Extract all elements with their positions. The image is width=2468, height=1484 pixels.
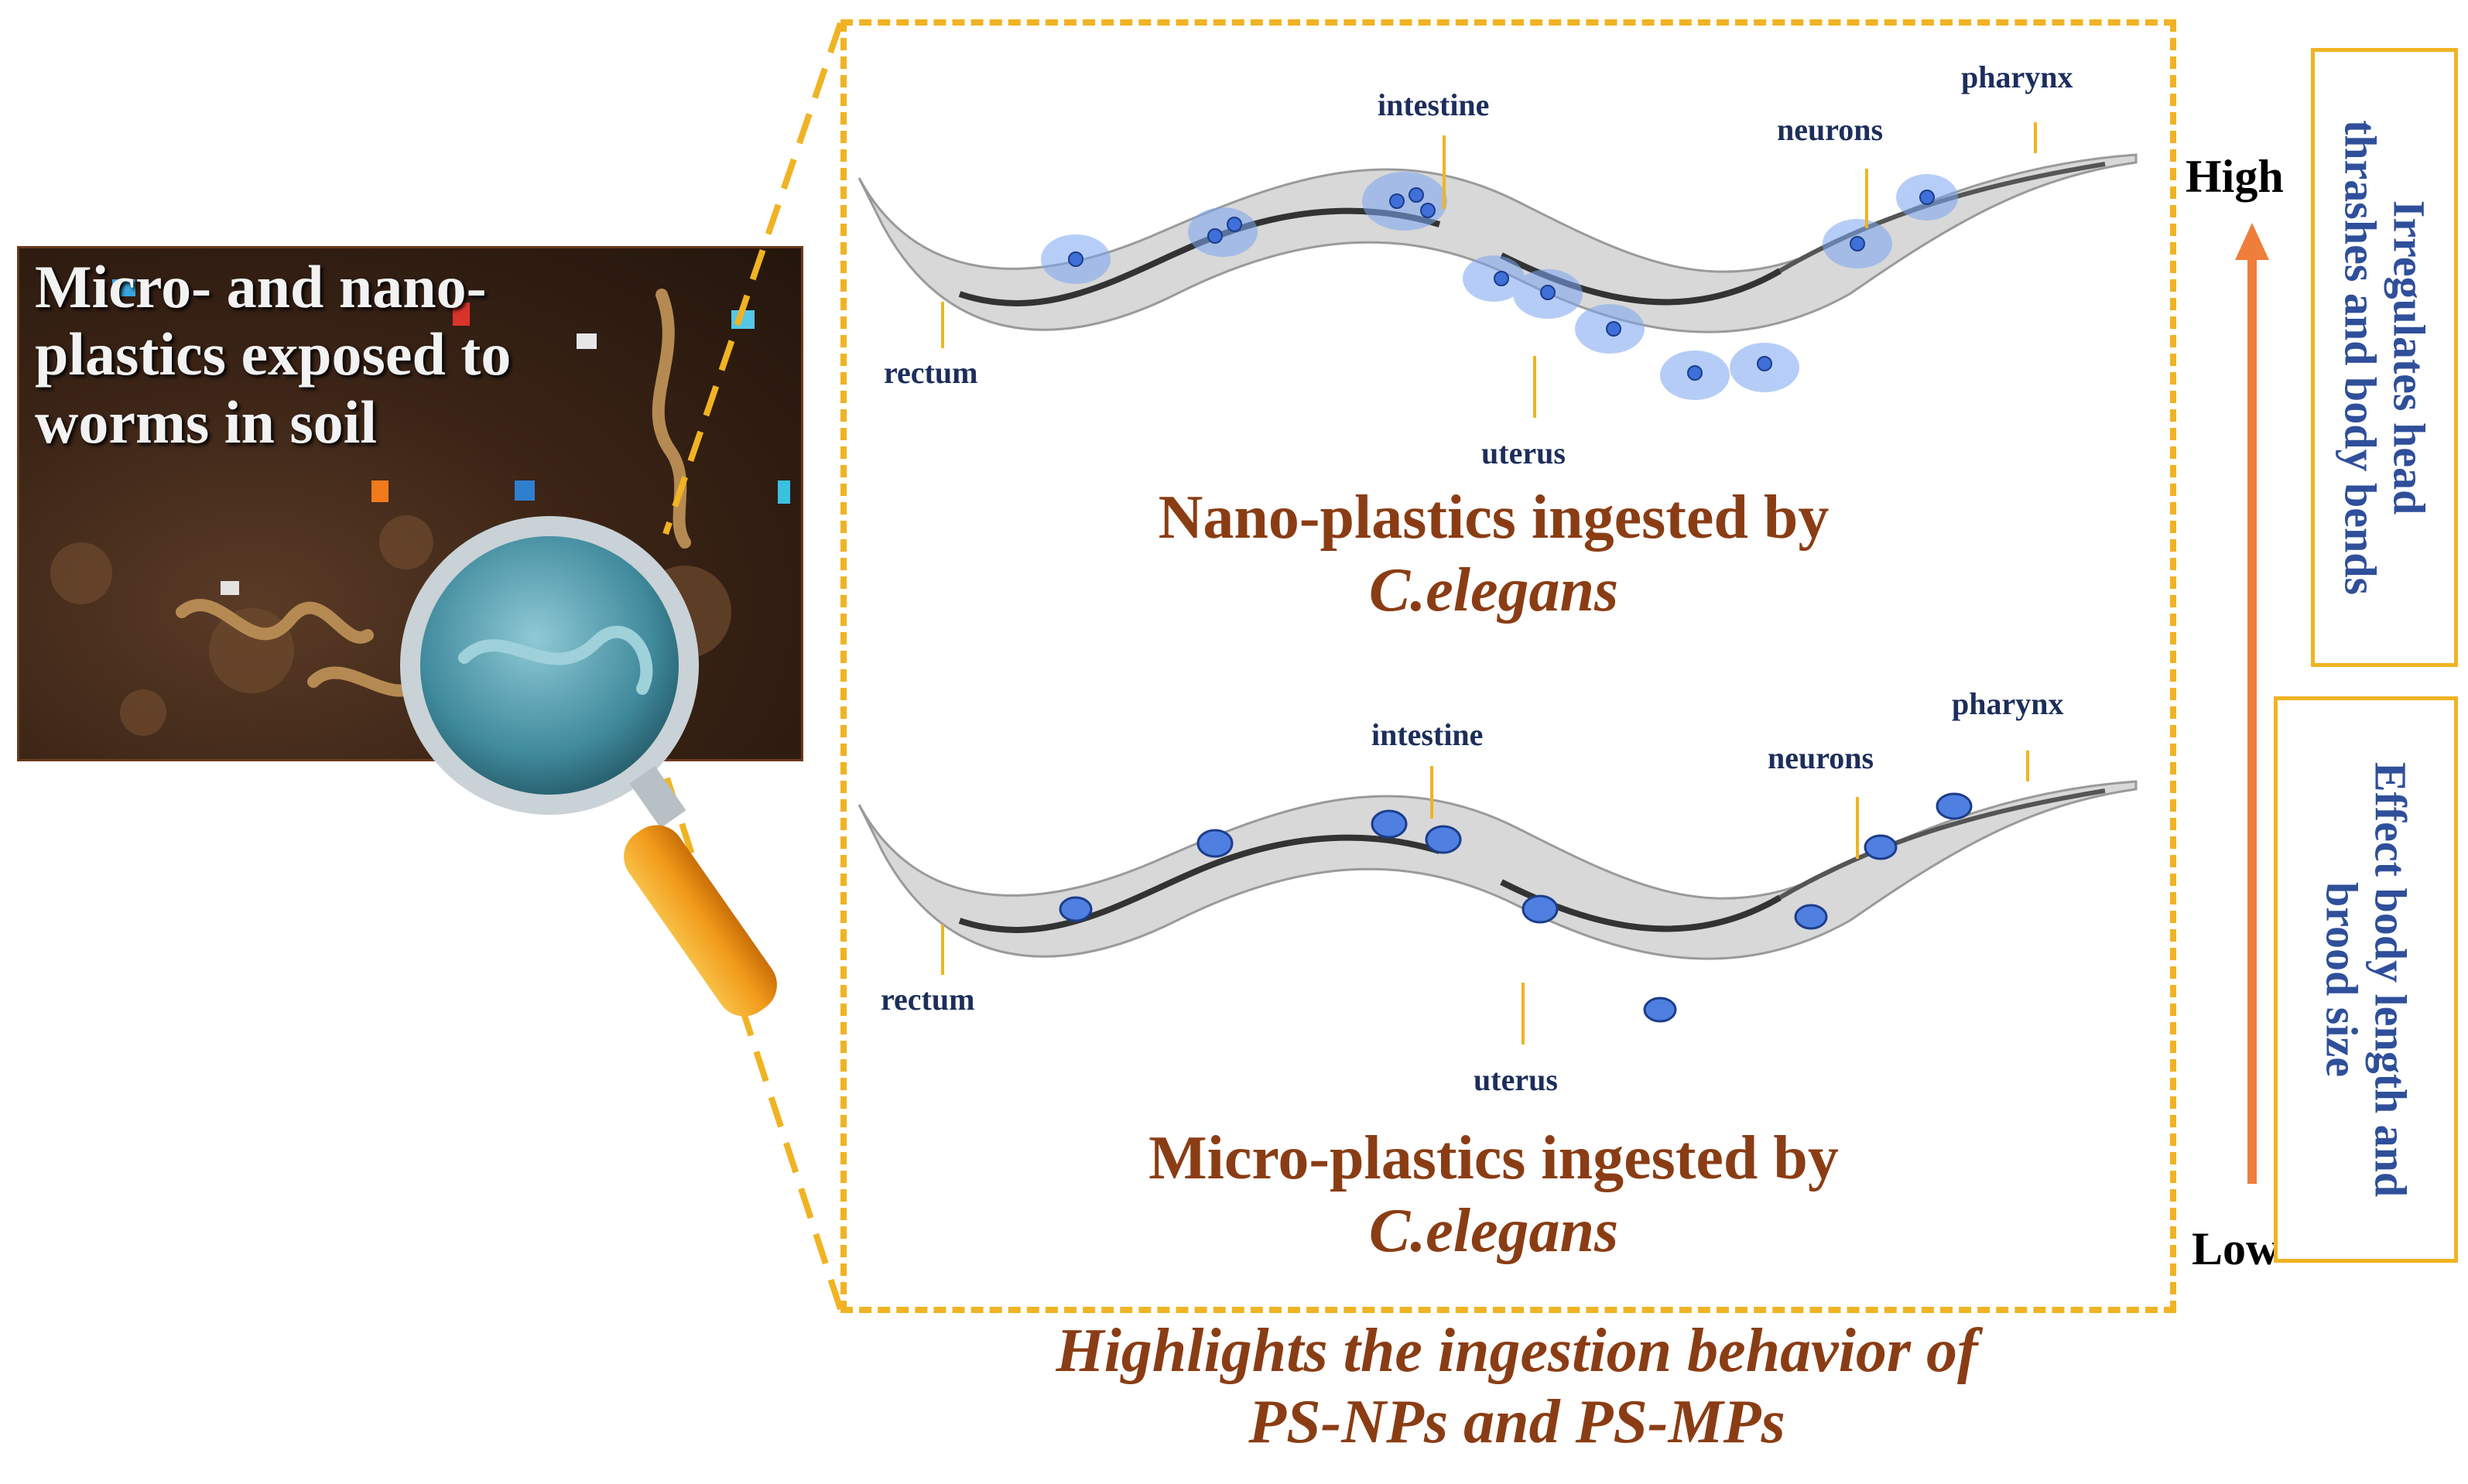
micro-label-pharynx: pharynx — [1952, 686, 2064, 721]
micro-title-line1: Micro-plastics ingested by — [1148, 1124, 1839, 1192]
effect-growth-line1: Effect body length and — [2365, 761, 2416, 1198]
effect-box-behavior: Irregulates head thrashes and body bends — [2311, 48, 2458, 667]
nano-title-line2: C.elegans — [1368, 556, 1619, 625]
scale-low-label: Low — [2192, 1223, 2280, 1274]
micro-label-uterus: uterus — [1474, 1062, 1558, 1097]
effect-box-growth: Effect body length and brood size — [2274, 696, 2458, 1263]
nano-label-neurons: neurons — [1777, 112, 1884, 147]
nano-label-uterus: uterus — [1481, 436, 1566, 470]
highlights-caption: Highlights the ingestion behavior of PS-… — [859, 1315, 2175, 1458]
micro-label-neurons: neurons — [1768, 740, 1874, 775]
effect-behavior-line1: Irregulates head — [2384, 200, 2435, 515]
micro-worm-intestine-tube — [958, 834, 1441, 933]
scale-arrow-icon — [2235, 223, 2269, 1184]
soil-panel-title: Micro- and nano- plastics exposed to wor… — [35, 253, 512, 456]
zoom-frame — [840, 19, 2176, 1313]
micro-title: Micro-plastics ingested by C.elegans — [1006, 1122, 1981, 1268]
micro-worm-diagram — [857, 751, 2138, 1045]
nano-label-intestine: intestine — [1378, 87, 1490, 122]
micro-worm-pharynx-tube — [1778, 788, 2106, 900]
effect-growth-line2: brood size — [2317, 882, 2367, 1077]
micro-label-rectum: rectum — [881, 982, 975, 1017]
nano-label-rectum: rectum — [884, 355, 978, 390]
nano-label-pharynx: pharynx — [1961, 60, 2073, 94]
highlights-line1: Highlights the ingestion behavior of — [1056, 1317, 1978, 1385]
zoom-line-top — [662, 22, 844, 535]
micro-label-intestine: intestine — [1371, 717, 1484, 752]
effect-behavior-line2: thrashes and body bends — [2336, 119, 2386, 596]
effect-text-behavior: Irregulates head thrashes and body bends — [2336, 119, 2435, 596]
nano-title-line1: Nano-plastics ingested by — [1158, 484, 1830, 552]
highlights-line2: PS-NPs and PS-MPs — [1248, 1388, 1785, 1456]
effect-text-growth: Effect body length and brood size — [2317, 761, 2416, 1198]
nano-title: Nano-plastics ingested by C.elegans — [1006, 481, 1981, 627]
micro-title-line2: C.elegans — [1368, 1197, 1619, 1266]
nano-worm-diagram — [857, 122, 2138, 418]
scale-high-label: High — [2186, 151, 2284, 202]
magnifying-glass-icon — [400, 516, 777, 1017]
nano-worm-body — [857, 153, 2138, 333]
